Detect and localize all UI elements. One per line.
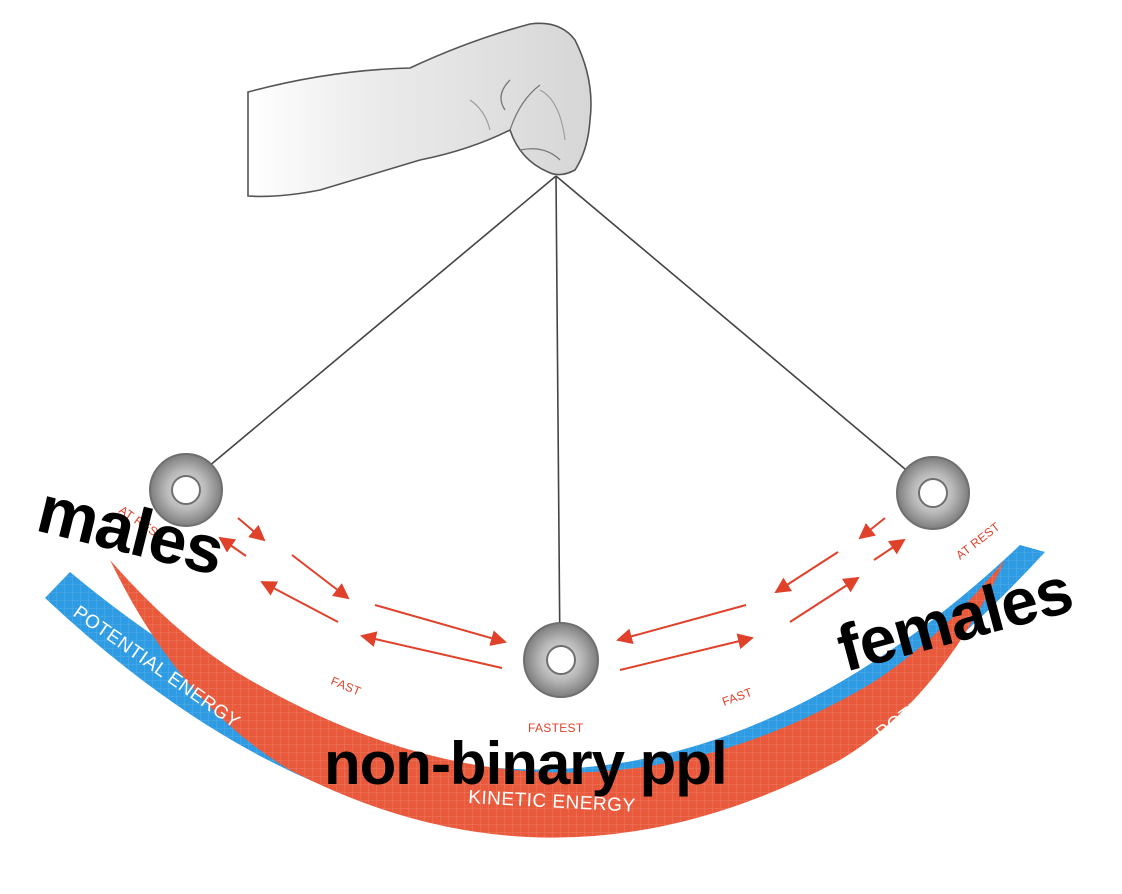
meme-label-females: females <box>829 552 1079 685</box>
right-rest-label: AT REST <box>953 519 1003 562</box>
motion-arrows <box>218 517 906 671</box>
energy-band <box>45 545 1045 838</box>
pendulum-bob-center <box>523 622 599 698</box>
meme-label-non-binary: non-binary ppl <box>324 730 727 797</box>
pendulum-bob-left <box>149 453 223 527</box>
fastest-label: FASTEST <box>528 721 584 735</box>
pendulum-strings <box>189 175 931 661</box>
pendulum-bob-right <box>896 456 970 530</box>
hand-illustration <box>247 22 592 198</box>
